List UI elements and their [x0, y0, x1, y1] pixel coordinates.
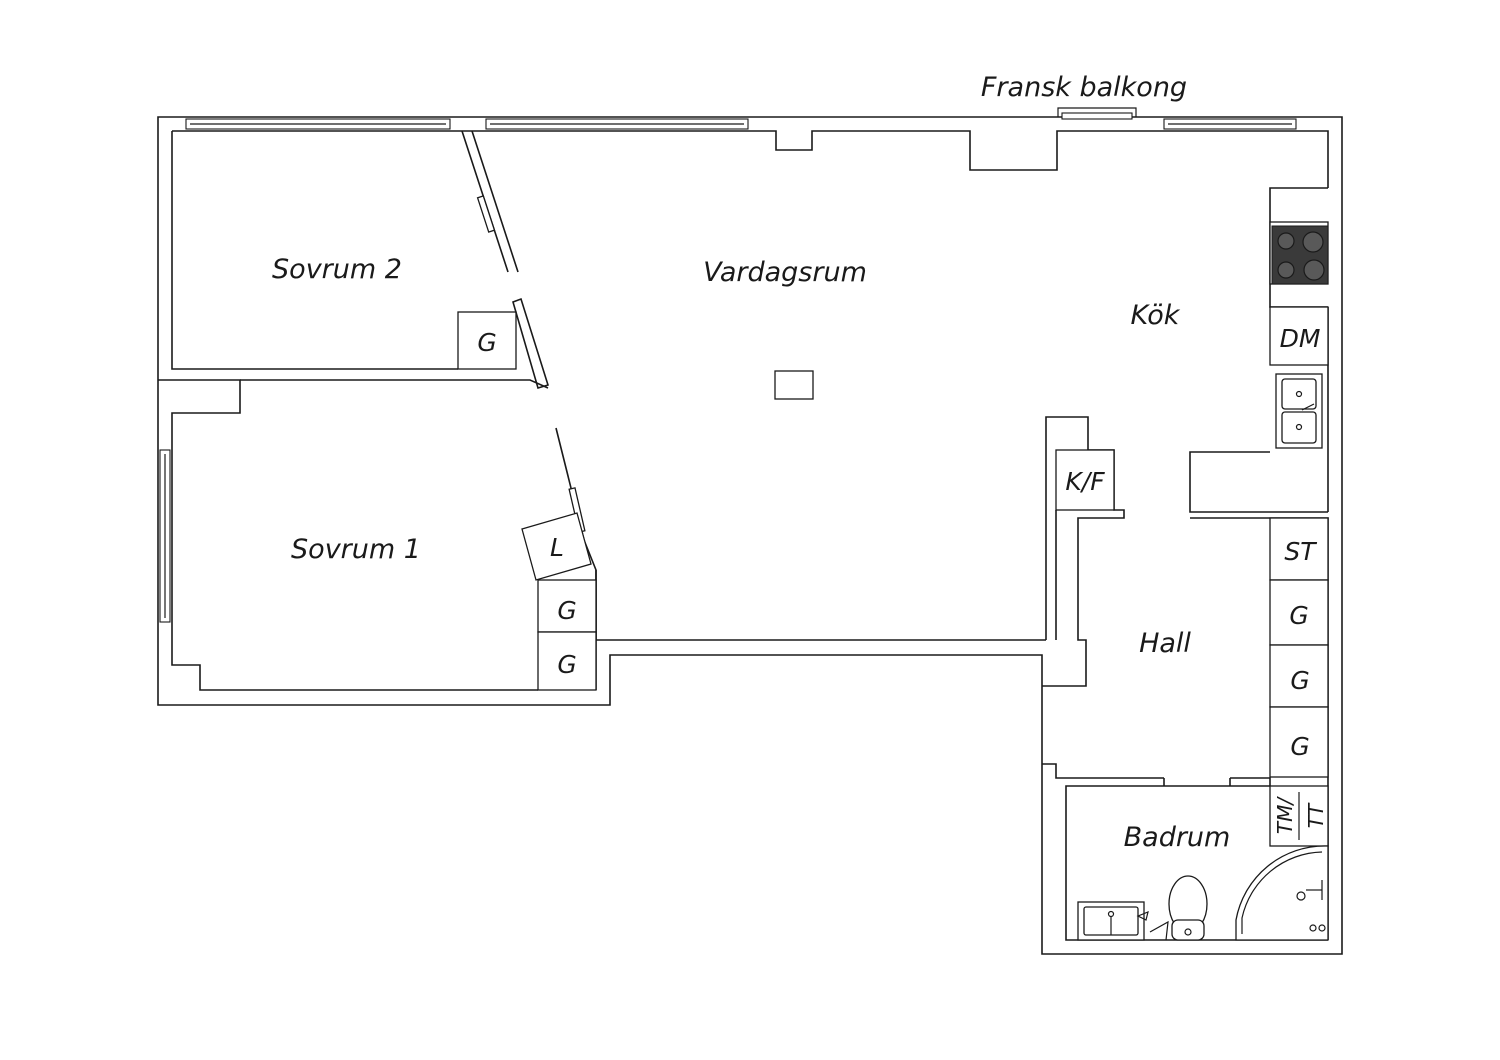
wardrobe-hall-c — [1269, 706, 1329, 778]
shower-drain-icon — [1296, 891, 1306, 901]
bedroom2-walls — [158, 130, 550, 691]
kitchen-appliances — [1269, 221, 1329, 449]
label-hall: Hall — [1139, 628, 1191, 659]
bedroom1-walls — [521, 427, 1046, 691]
kitchen-hall-walls — [1042, 416, 1125, 687]
label-bedroom2: Sovrum 2 — [272, 254, 402, 285]
drain-icon — [1295, 390, 1303, 398]
label-french-balcony: Fransk balkong — [981, 72, 1187, 103]
label-wardrobe-bedroom2: G — [477, 328, 496, 357]
label-linen: L — [550, 533, 564, 562]
label-wardrobe-hall-a: G — [1289, 601, 1308, 630]
wardrobe-bedroom1-b — [537, 631, 597, 691]
label-washer: TM/ — [1273, 796, 1297, 834]
label-fridge-freezer: K/F — [1065, 467, 1105, 496]
burner-icon — [1303, 259, 1325, 281]
burner-icon — [1277, 232, 1295, 250]
label-wardrobe-bedroom1-a: G — [557, 596, 576, 625]
label-wardrobe-hall-c: G — [1290, 732, 1309, 761]
storage-cabinet — [1269, 517, 1329, 581]
french-balcony-rail — [1057, 107, 1137, 117]
bathroom-walls — [1042, 763, 1329, 941]
fridge-freezer — [1055, 449, 1115, 511]
drain-icon — [1295, 423, 1303, 431]
label-dishwasher: DM — [1280, 324, 1321, 353]
wardrobe-bedroom2 — [457, 311, 517, 370]
hall-cabinets — [1269, 517, 1329, 778]
living-column — [774, 370, 814, 400]
label-kitchen: Kök — [1131, 300, 1181, 331]
burner-icon — [1302, 231, 1324, 253]
label-bedroom1: Sovrum 1 — [291, 534, 421, 565]
burner-icon — [1277, 261, 1295, 279]
label-wardrobe-bedroom1-b: G — [557, 650, 576, 679]
label-storage: ST — [1284, 537, 1317, 566]
linen-cabinet — [521, 512, 592, 581]
wardrobe-hall-a — [1269, 579, 1329, 646]
windows — [159, 107, 1297, 623]
label-dryer: TT — [1304, 802, 1328, 828]
label-living-room: Vardagsrum — [703, 257, 867, 288]
label-wardrobe-hall-b: G — [1290, 666, 1309, 695]
shower — [1235, 845, 1329, 941]
wardrobe-hall-b — [1269, 644, 1329, 708]
dishwasher — [1269, 306, 1329, 366]
wardrobe-bedroom1-a — [537, 579, 597, 633]
label-bathroom: Badrum — [1124, 822, 1231, 853]
